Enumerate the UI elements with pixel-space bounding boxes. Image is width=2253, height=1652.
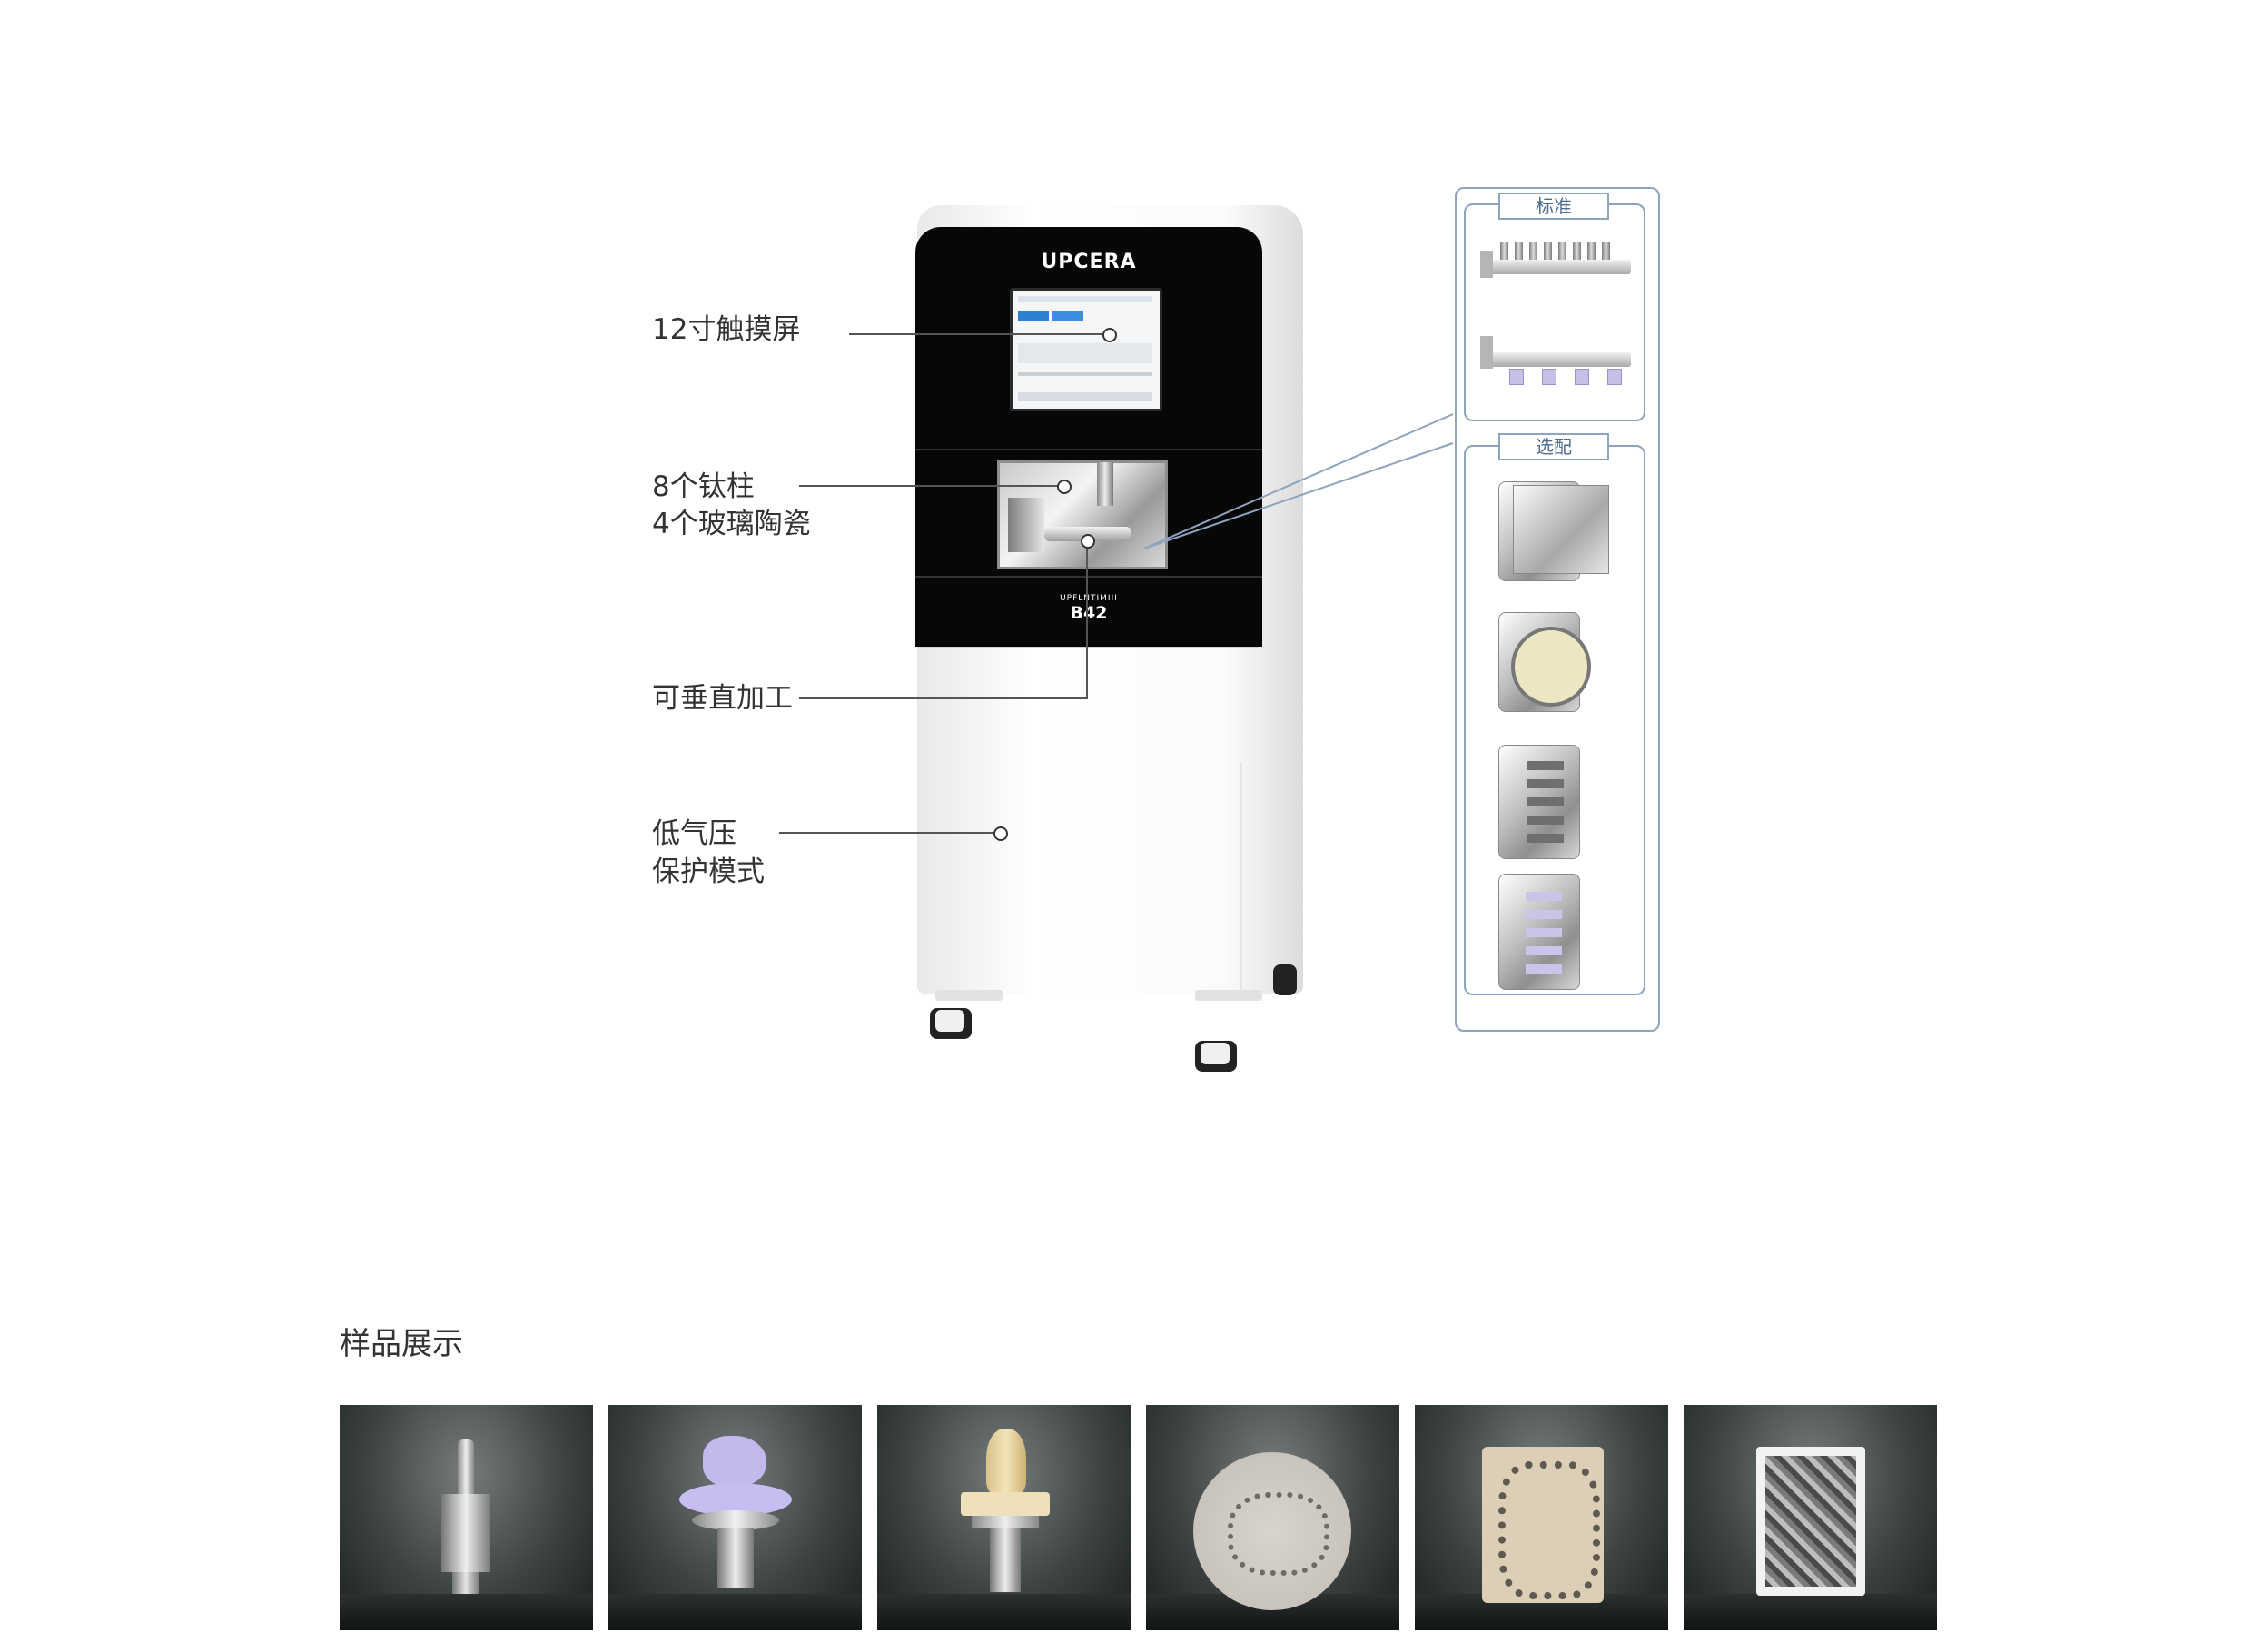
fixture-slot xyxy=(1527,816,1564,825)
glass-ceramic-block xyxy=(1509,369,1524,385)
disc-milled-pattern xyxy=(1228,1492,1329,1576)
spindle xyxy=(1097,462,1113,506)
mandrel-flange xyxy=(972,1516,1039,1528)
callout-protection-line1: 低气压 xyxy=(652,817,736,850)
ceramic-slot xyxy=(1526,928,1562,937)
caster-hub xyxy=(935,1010,964,1032)
titanium-post xyxy=(1544,242,1552,260)
door-edge xyxy=(1240,763,1242,990)
ceramic-slot xyxy=(1526,892,1562,901)
sample-ceramic-crown xyxy=(877,1405,1131,1630)
samples-title: 样品展示 xyxy=(340,1326,463,1362)
crown xyxy=(986,1429,1026,1494)
ceramic-slot xyxy=(1526,946,1562,955)
leader-line xyxy=(779,832,997,834)
sample-milled-ceramic-block xyxy=(1415,1405,1668,1630)
callout-touchscreen: 12寸触摸屏 xyxy=(652,313,801,346)
screen-footer xyxy=(1018,392,1152,401)
thumb-floor xyxy=(877,1594,1131,1630)
fixture-slot xyxy=(1527,834,1564,843)
callout-vertical: 可垂直加工 xyxy=(652,682,793,715)
leader-dot xyxy=(1081,534,1095,549)
fixture-clamp xyxy=(1480,336,1493,369)
head-divider xyxy=(915,449,1262,450)
ceramic-slot xyxy=(1526,964,1562,974)
cabinet-foot xyxy=(1195,990,1262,1001)
disc-blank xyxy=(1511,627,1591,707)
model-badge: UPFLNTIMIII B42 xyxy=(915,594,1262,623)
lavender-crown xyxy=(703,1436,766,1487)
crown-block xyxy=(961,1492,1050,1516)
screen-readout xyxy=(1018,343,1152,363)
thumb-floor xyxy=(1684,1594,1937,1630)
cabinet-foot xyxy=(935,990,1003,1001)
ceramic-milled-pattern xyxy=(1498,1461,1600,1599)
glass-ceramic-block xyxy=(1607,369,1622,385)
caster-wheel xyxy=(1273,964,1297,995)
leader-line-vertical xyxy=(1086,545,1088,699)
leader-dot xyxy=(993,826,1008,841)
leader-dot xyxy=(1057,480,1072,494)
screen-header-bar xyxy=(1018,296,1152,302)
fixture-bar xyxy=(1480,352,1631,367)
glass-ceramic-block xyxy=(1542,369,1556,385)
leader-dot xyxy=(1102,328,1117,342)
callout-capacity-line2: 4个玻璃陶瓷 xyxy=(652,508,811,540)
titanium-post xyxy=(1529,242,1537,260)
titanium-post xyxy=(1558,242,1566,260)
fixture-slot xyxy=(1527,779,1564,788)
titanium-post xyxy=(1500,242,1508,260)
model-name: B42 xyxy=(1070,603,1108,623)
glass-ceramic-block xyxy=(1575,369,1589,385)
sample-lavender-block xyxy=(608,1405,862,1630)
callout-protection-line2: 保护模式 xyxy=(652,856,765,888)
optional-fixtures-label: 选配 xyxy=(1498,433,1609,460)
sample-milled-metal-block xyxy=(1684,1405,1937,1630)
thumb-floor xyxy=(340,1594,593,1630)
fixture-clamp xyxy=(1480,251,1493,278)
fixture-slot xyxy=(1527,797,1564,806)
model-line: UPFLNTIMIII xyxy=(1060,594,1118,603)
mandrel-post xyxy=(990,1528,1021,1592)
standard-fixtures-label: 标准 xyxy=(1498,193,1609,220)
titanium-post xyxy=(1587,242,1596,260)
screen-progress xyxy=(1018,372,1152,376)
fixture-bar xyxy=(1480,260,1631,274)
sample-titanium-abutment xyxy=(340,1405,593,1630)
fixture-connector-lines xyxy=(1144,413,1454,549)
callout-capacity-line1: 8个钛柱 xyxy=(652,470,755,503)
leader-line xyxy=(849,333,1105,335)
screen-button xyxy=(1052,311,1083,321)
material-holder xyxy=(1008,498,1044,552)
block-plate-surface xyxy=(1513,485,1609,574)
fixture-slot xyxy=(1527,761,1564,770)
machine-brand: UPCERA xyxy=(1041,251,1137,273)
titanium-post xyxy=(1602,242,1610,260)
metal-milled-pattern xyxy=(1765,1456,1856,1587)
ceramic-slot xyxy=(1526,910,1562,919)
abutment-tip xyxy=(458,1439,474,1494)
screen-button xyxy=(1018,311,1049,321)
head-divider-lower xyxy=(915,576,1262,578)
door-seam xyxy=(917,647,1259,648)
titanium-post xyxy=(1515,242,1523,260)
thumb-floor xyxy=(608,1594,862,1630)
abutment-body xyxy=(441,1494,490,1572)
sample-milled-disc xyxy=(1146,1405,1399,1630)
caster-hub xyxy=(1201,1043,1230,1064)
leader-line xyxy=(799,697,1088,699)
leader-line xyxy=(799,485,1061,487)
abutment-base xyxy=(452,1572,479,1594)
mandrel-flange xyxy=(692,1510,779,1530)
titanium-post xyxy=(1573,242,1581,260)
mandrel-post xyxy=(717,1528,754,1588)
standard-fixtures-panel xyxy=(1464,203,1645,421)
touchscreen-display xyxy=(1010,288,1162,411)
